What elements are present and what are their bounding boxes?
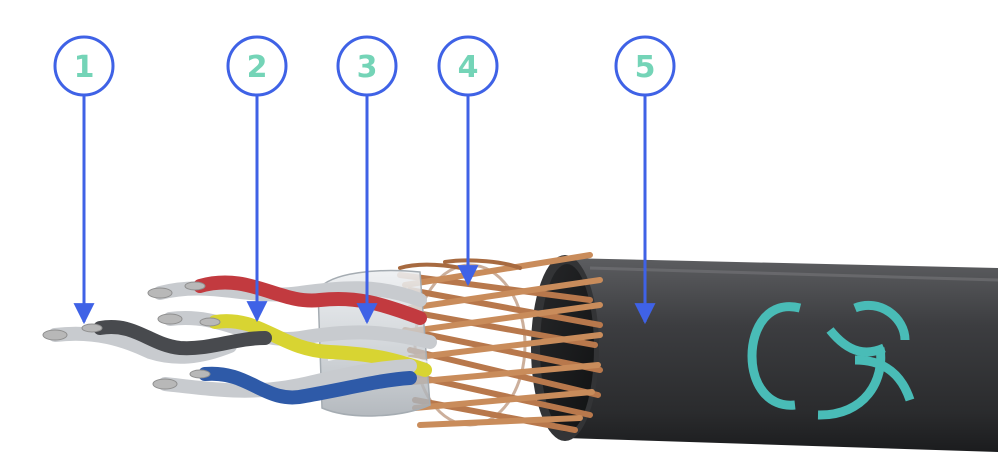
callout-3: 3 [338, 37, 396, 95]
callout-number-3: 3 [357, 50, 378, 85]
callout-4: 4 [439, 37, 497, 95]
callout-1: 1 [55, 37, 113, 95]
callout-number-5: 5 [635, 50, 656, 85]
callout-2: 2 [228, 37, 286, 95]
callout-number-4: 4 [458, 50, 479, 85]
callout-number-2: 2 [247, 50, 268, 85]
outer-jacket [531, 255, 998, 452]
callout-number-1: 1 [74, 50, 95, 85]
callout-5: 5 [616, 37, 674, 95]
